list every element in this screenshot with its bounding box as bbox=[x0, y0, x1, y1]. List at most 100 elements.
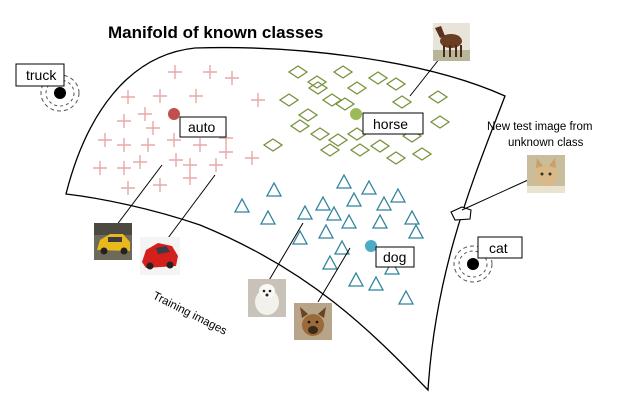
plus-marker bbox=[93, 161, 107, 175]
auto-class-center bbox=[168, 108, 180, 120]
cat-thumbnail-icon bbox=[527, 155, 565, 193]
yellow-car-connector bbox=[115, 164, 163, 227]
auto-label-box: auto bbox=[179, 116, 227, 138]
diamond-marker bbox=[334, 97, 356, 111]
test-sample-pentagon bbox=[450, 206, 472, 221]
diamond-marker bbox=[349, 143, 371, 157]
plus-marker bbox=[117, 161, 131, 175]
dog-label: dog bbox=[383, 249, 406, 265]
test-image-connector bbox=[461, 179, 529, 211]
triangle-marker bbox=[407, 223, 425, 239]
plus-marker bbox=[225, 71, 239, 85]
plus-marker bbox=[146, 121, 160, 135]
diamond-marker bbox=[327, 133, 349, 147]
diamond-marker bbox=[307, 81, 329, 95]
triangle-marker bbox=[397, 289, 415, 305]
diamond-marker bbox=[391, 95, 413, 109]
diamond-marker bbox=[429, 115, 451, 129]
diamond-marker bbox=[367, 71, 389, 85]
diamond-marker bbox=[332, 65, 354, 79]
triangle-marker bbox=[296, 204, 314, 220]
diamond-marker bbox=[319, 143, 341, 157]
triangle-marker bbox=[340, 213, 358, 229]
plus-marker bbox=[219, 145, 233, 159]
diamond-marker bbox=[321, 93, 343, 107]
white-dog-thumbnail-icon bbox=[248, 279, 286, 317]
triangle-marker bbox=[403, 209, 421, 225]
truck-unknown-class: truck bbox=[15, 63, 80, 112]
horse-label-box: horse bbox=[362, 112, 424, 135]
manifold-surface bbox=[65, 46, 506, 392]
plus-marker bbox=[209, 158, 223, 172]
plus-marker bbox=[138, 107, 152, 121]
diamond-marker bbox=[346, 81, 368, 95]
plus-marker bbox=[121, 181, 135, 195]
triangle-marker bbox=[321, 254, 339, 270]
diamond-marker bbox=[427, 90, 449, 104]
diagram-title: Manifold of known classes bbox=[108, 23, 323, 42]
diamond-marker bbox=[306, 75, 328, 89]
plus-marker bbox=[121, 90, 135, 104]
plus-marker bbox=[189, 89, 203, 103]
diamond-marker bbox=[289, 119, 311, 133]
triangle-marker bbox=[325, 205, 343, 221]
plus-marker bbox=[117, 114, 131, 128]
training-images-annotation: Training images bbox=[151, 290, 229, 338]
plus-marker bbox=[98, 133, 112, 147]
triangle-marker bbox=[333, 239, 351, 255]
truck-label: truck bbox=[26, 67, 57, 83]
diamond-marker bbox=[278, 93, 300, 107]
diamond-marker bbox=[411, 147, 433, 161]
plus-marker bbox=[193, 138, 207, 152]
diamond-marker bbox=[385, 151, 407, 165]
cat-unknown-class: cat bbox=[453, 236, 523, 283]
dog-label-box: dog bbox=[375, 246, 415, 268]
diamond-marker bbox=[369, 139, 391, 153]
diamond-marker bbox=[309, 127, 331, 141]
triangle-marker bbox=[314, 195, 332, 211]
plus-marker bbox=[167, 133, 181, 147]
brown-dog-connector bbox=[317, 247, 351, 303]
red-car-connector bbox=[164, 174, 216, 243]
plus-marker bbox=[245, 151, 259, 165]
plus-marker bbox=[117, 138, 131, 152]
red-car-thumbnail-icon bbox=[140, 237, 180, 275]
horse-label: horse bbox=[373, 116, 408, 132]
auto-label: auto bbox=[188, 119, 215, 135]
plus-marker bbox=[153, 178, 167, 192]
plus-marker bbox=[141, 138, 155, 152]
diamond-marker bbox=[297, 108, 319, 122]
horse-image-connector bbox=[409, 57, 441, 97]
triangle-marker bbox=[291, 229, 309, 245]
triangle-marker bbox=[367, 275, 385, 291]
plus-marker bbox=[153, 89, 167, 103]
triangle-marker bbox=[265, 181, 283, 197]
diamond-marker bbox=[262, 138, 284, 152]
diamond-marker bbox=[287, 65, 309, 79]
plus-marker bbox=[251, 93, 265, 107]
auto-cluster bbox=[93, 65, 265, 195]
plus-marker bbox=[183, 171, 197, 185]
new-test-annotation-line1: New test image from bbox=[487, 121, 592, 133]
plus-marker bbox=[183, 158, 197, 172]
triangle-marker bbox=[360, 179, 378, 195]
triangle-marker bbox=[347, 271, 365, 287]
new-test-annotation-line2: unknown class bbox=[508, 137, 584, 149]
dog-class-center bbox=[365, 240, 377, 252]
horse-class-center bbox=[350, 108, 362, 120]
cat-label: cat bbox=[489, 240, 508, 256]
triangle-marker bbox=[371, 213, 389, 229]
triangle-marker bbox=[389, 187, 407, 203]
yellow-car-thumbnail-icon bbox=[94, 223, 132, 260]
triangle-marker bbox=[317, 223, 335, 239]
brown-dog-thumbnail-icon bbox=[294, 303, 332, 340]
plus-marker bbox=[203, 65, 217, 79]
plus-marker bbox=[168, 65, 182, 79]
triangle-marker bbox=[259, 209, 277, 225]
triangle-marker bbox=[375, 195, 393, 211]
diamond-marker bbox=[385, 77, 407, 91]
triangle-marker bbox=[345, 191, 363, 207]
triangle-marker bbox=[335, 173, 353, 189]
